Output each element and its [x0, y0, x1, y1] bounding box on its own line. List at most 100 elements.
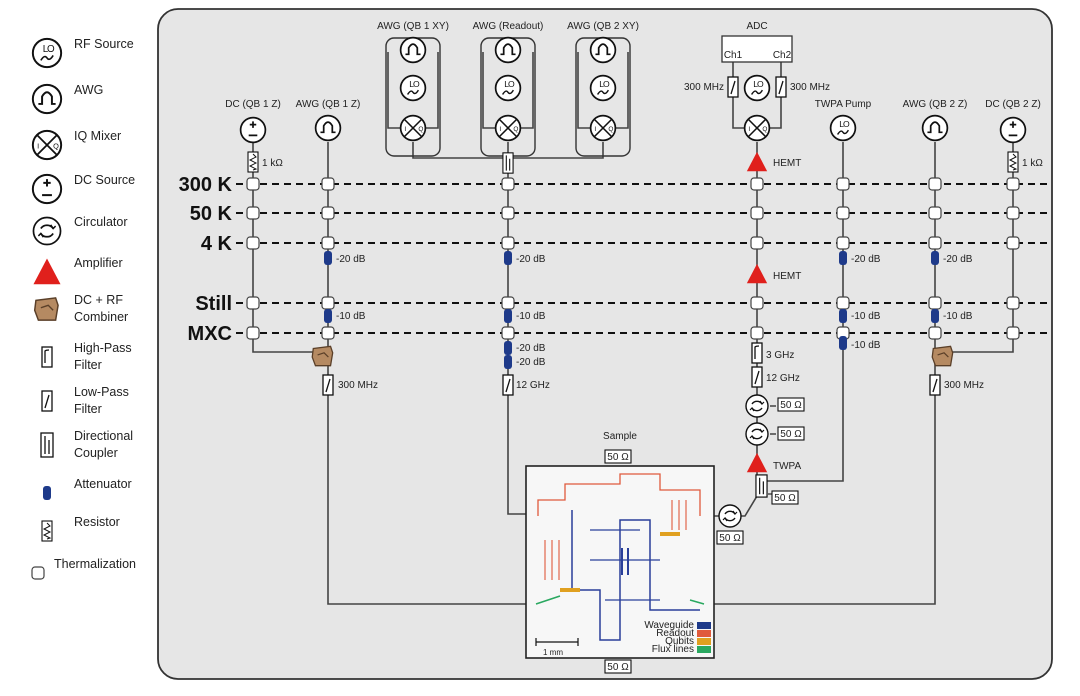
thermalization-node	[1006, 296, 1020, 310]
chip-legend-swatch	[697, 622, 711, 629]
attenuator	[839, 251, 847, 265]
wire-awg-ro	[482, 52, 534, 129]
legend-item: AWG	[30, 82, 103, 116]
thermalization-node	[501, 326, 515, 340]
legend-item: DC Source	[30, 172, 135, 206]
label-awg-qb1-xy: AWG (QB 1 XY)	[377, 21, 449, 32]
label-awg-qb2-xy: AWG (QB 2 XY)	[567, 21, 639, 32]
label-adc-lpf-ch2: 300 MHz	[790, 82, 830, 93]
label-attenuator: -10 dB	[851, 340, 881, 351]
legend-item: Circulator	[30, 214, 128, 248]
stage-label-4-k: 4 K	[201, 233, 233, 255]
thermalization-node	[750, 236, 764, 250]
thermalization-node	[750, 296, 764, 310]
lpf-qb2	[929, 374, 941, 396]
label-twpa: TWPA	[773, 461, 801, 472]
legend-label: AWG	[74, 83, 104, 97]
legend-item: RF Source	[30, 36, 134, 70]
thermalization-node	[501, 206, 515, 220]
legend-label: RF Source	[74, 37, 134, 51]
label-lpf-qb2: 300 MHz	[944, 380, 984, 391]
stage-label-300-k: 300 K	[179, 174, 233, 196]
label-lpf-output: 12 GHz	[766, 373, 800, 384]
instrument-twpa-pump	[829, 114, 857, 142]
thermalization-node	[501, 296, 515, 310]
lpf-readout	[502, 374, 514, 396]
label-attenuator: -10 dB	[516, 311, 546, 322]
lpf-output	[751, 366, 763, 388]
thermalization-node	[750, 177, 764, 191]
label-attenuator: -10 dB	[943, 311, 973, 322]
label-awg-qb2: AWG (QB 2 Z)	[903, 99, 968, 110]
label-awg-qb1: AWG (QB 1 Z)	[296, 99, 361, 110]
termination-50-ohm	[771, 490, 799, 505]
terminations: 50 Ω50 Ω50 Ω50 Ω50 Ω50 Ω	[604, 397, 805, 674]
instrument-adc	[721, 35, 793, 142]
label-awg-readout: AWG (Readout)	[473, 21, 544, 32]
thermalization-nodes	[246, 177, 1020, 369]
thermalization-node	[750, 206, 764, 220]
thermalization-node	[836, 206, 850, 220]
chip-legend-swatch	[697, 630, 711, 637]
thermalization-node	[246, 236, 260, 250]
label-attenuator: -20 dB	[516, 357, 546, 368]
legend-item: Resistor	[30, 514, 120, 548]
termination-50-ohm	[777, 426, 805, 441]
circulator-3	[718, 504, 742, 528]
chain-qb1-xy	[385, 36, 441, 157]
label-dc-qb2: DC (QB 2 Z)	[985, 99, 1041, 110]
attenuator	[504, 251, 512, 265]
thermalization-node	[1006, 206, 1020, 220]
legend-item: Attenuator	[30, 476, 132, 510]
legend-label: DC + RF Combiner	[74, 293, 129, 324]
stage-label-mxc: MXC	[188, 323, 232, 345]
circulator-2	[745, 422, 769, 446]
thermalization-node	[321, 177, 335, 191]
label-dc-qb1: DC (QB 1 Z)	[225, 99, 281, 110]
legend-label: IQ Mixer	[74, 129, 122, 143]
resistor-qb1	[247, 151, 259, 173]
thermalization-node	[928, 177, 942, 191]
instrument-dc-qb1	[239, 116, 267, 144]
combiner-qb2	[931, 345, 954, 367]
legend-label: Attenuator	[74, 477, 132, 491]
label-resistor-qb2: 1 kΩ	[1022, 158, 1043, 169]
combiner-qb1	[311, 345, 334, 367]
labels: DC (QB 1 Z) AWG (QB 1 Z) AWG (QB 1 XY) AWG …	[225, 21, 1043, 472]
legend-item: IQ Mixer	[30, 128, 121, 162]
resistor-qb2	[1007, 151, 1019, 173]
label-lpf-qb1: 300 MHz	[338, 380, 378, 391]
label-attenuator: -20 dB	[851, 254, 881, 265]
termination-50-ohm	[777, 397, 805, 412]
thermalization-node	[1006, 326, 1020, 340]
thermalization-node	[321, 236, 335, 250]
legend-label: Thermalization	[54, 557, 136, 571]
readout-coupler	[502, 152, 514, 174]
label-ch2: Ch2	[773, 50, 792, 61]
thermalization-node	[836, 296, 850, 310]
legend-item: Thermalization	[30, 556, 136, 590]
attenuator	[839, 336, 847, 350]
sample-title: Sample	[603, 431, 637, 442]
wire-awg-qb2	[710, 142, 936, 605]
legend-label: DC Source	[74, 173, 136, 187]
thermalization-node	[1006, 236, 1020, 250]
label-hemt-2: HEMT	[773, 271, 801, 282]
legend-label: Resistor	[74, 515, 120, 529]
label-ch1: Ch1	[724, 50, 743, 61]
scale-bar-label: 1 mm	[543, 648, 563, 657]
attenuator	[324, 251, 332, 265]
instrument-awg-qb2	[921, 114, 949, 142]
label-attenuator: -20 dB	[336, 254, 366, 265]
legend-label: High-Pass Filter	[74, 341, 132, 372]
chip-legend-swatch	[697, 638, 711, 645]
thermalization-node	[928, 206, 942, 220]
chain-qb2-xy	[575, 36, 631, 157]
wire-readout-in	[507, 158, 528, 515]
instrument-dc-qb2	[999, 116, 1027, 144]
